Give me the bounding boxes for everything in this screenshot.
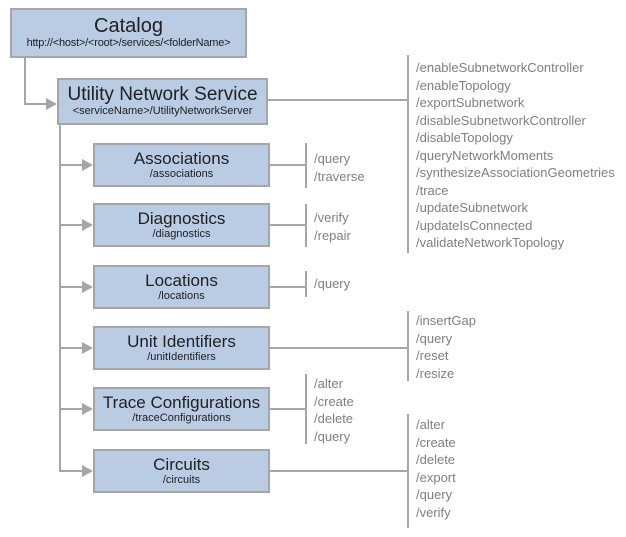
operation: /updateSubnetwork [416,200,529,215]
operation: /validateNetworkTopology [416,235,565,250]
operation: /export [416,469,456,485]
trace-configurations-operations-list: /alter /create /delete /query [314,375,354,445]
operation: /query [314,276,351,291]
trace-configurations-node: Trace Configurations /traceConfiguration… [93,387,270,431]
operation: /reset [416,348,449,363]
operation: /delete [416,452,456,467]
connector-line [270,408,305,410]
operation: /query [314,428,351,444]
arrowhead-icon [82,281,93,293]
connector-line [305,271,307,297]
arrowhead-icon [82,219,93,231]
operation: /disableSubnetworkController [416,112,586,128]
circuits-operations-list: /alter /create /delete /export /query /v… [416,416,456,521]
operation: /exportSubnetwork [416,95,525,110]
operation: /query [416,330,453,346]
operation: /synthesizeAssociationGeometries [416,165,615,180]
arrowhead-icon [82,403,93,415]
unit-identifiers-node: Unit Identifiers /unitIdentifiers [93,326,270,370]
connector-line [270,470,407,472]
circuits-title: Circuits [153,454,210,474]
trace-configurations-title: Trace Configurations [102,392,261,412]
connector-line [407,55,409,253]
circuits-node: Circuits /circuits [93,449,270,493]
associations-node: Associations /associations [93,143,270,187]
catalog-url: http://<host>/<root>/services/<folderNam… [26,37,231,50]
connector-line [270,347,407,349]
connector-line [59,164,83,166]
connector-line [59,286,83,288]
connector-line [270,286,305,288]
operation: /traverse [314,168,365,184]
operation: /disableTopology [416,130,513,145]
connector-line [59,408,83,410]
operation: /verify [314,210,349,225]
operation: /query [416,487,453,502]
connector-line [24,58,26,105]
service-operations-list: /enableSubnetworkController /enableTopol… [416,59,615,252]
catalog-node: Catalog http://<host>/<root>/services/<f… [10,8,247,58]
connector-line [305,143,307,188]
trace-configurations-path: /traceConfigurations [132,411,231,424]
operation: /enableTopology [416,77,511,93]
operation: /resize [416,365,455,381]
unit-identifiers-operations-list: /insertGap /query /reset /resize [416,312,476,382]
operation: /enableSubnetworkController [416,60,584,75]
connector-line [305,204,307,247]
locations-node: Locations /locations [93,265,270,309]
connector-line [305,374,307,444]
operation: /alter [314,376,343,391]
connector-line [268,99,407,101]
associations-path: /associations [149,167,214,180]
locations-title: Locations [145,270,218,290]
operation: /queryNetworkMoments [416,147,554,163]
associations-operations-list: /query /traverse [314,150,365,185]
operation: /create [314,393,354,409]
arrowhead-icon [82,465,93,477]
diagnostics-title: Diagnostics [137,208,226,228]
operation: /delete [314,411,354,426]
catalog-title: Catalog [94,14,163,37]
arrowhead-icon [46,98,57,110]
locations-operations-list: /query [314,275,350,293]
diagnostics-path: /diagnostics [152,227,211,240]
unit-identifiers-path: /unitIdentifiers [147,350,216,363]
unit-identifiers-title: Unit Identifiers [127,331,236,351]
operation: /updateIsConnected [416,217,533,233]
arrowhead-icon [82,342,93,354]
operation: /trace [416,182,449,198]
operation: /query [314,151,351,166]
connector-line [59,125,61,472]
operation: /repair [314,227,351,243]
operation: /alter [416,417,445,432]
connector-line [24,103,47,105]
connector-line [407,311,409,381]
operation: /insertGap [416,313,476,328]
circuits-path: /circuits [162,473,201,486]
service-path: <serviceName>/UtilityNetworkServer [72,105,253,118]
connector-line [59,224,83,226]
associations-title: Associations [133,148,230,168]
connector-line [59,470,83,472]
service-node: Utility Network Service <serviceName>/Ut… [57,78,268,125]
connector-line [407,414,409,528]
diagnostics-operations-list: /verify /repair [314,209,351,244]
diagnostics-node: Diagnostics /diagnostics [93,203,270,247]
service-title: Utility Network Service [67,83,258,105]
connector-line [270,164,305,166]
connector-line [270,224,305,226]
locations-path: /locations [158,289,205,302]
operation: /create [416,434,456,450]
connector-line [59,347,83,349]
operation: /verify [416,504,451,520]
arrowhead-icon [82,159,93,171]
